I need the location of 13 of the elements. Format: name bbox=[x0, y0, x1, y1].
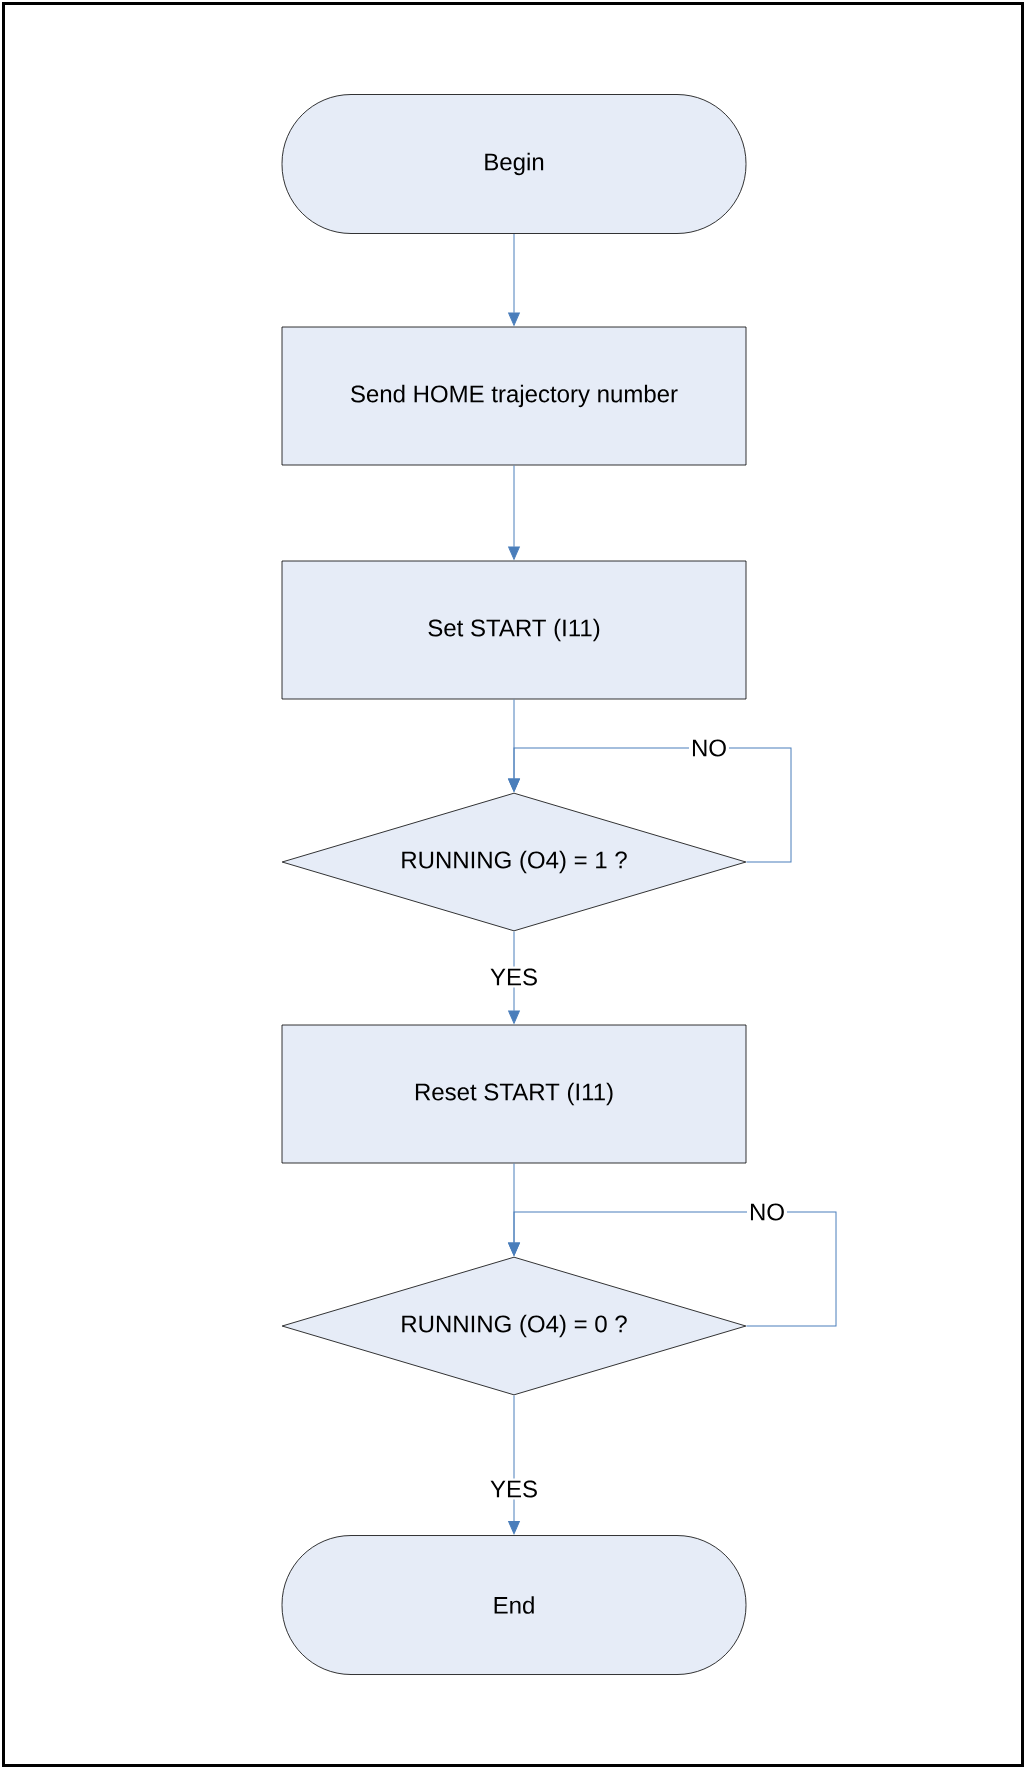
arrow bbox=[508, 233, 520, 326]
loop-arrow bbox=[508, 747, 792, 863]
edge-label: YES bbox=[488, 966, 540, 988]
process-box: Reset START (I11) bbox=[281, 1024, 747, 1164]
edge-label: NO bbox=[747, 1201, 787, 1223]
edge-label: YES bbox=[488, 1478, 540, 1500]
arrow bbox=[508, 1394, 520, 1535]
process-box: Send HOME trajectory number bbox=[281, 326, 747, 466]
edge-label: NO bbox=[689, 737, 729, 759]
arrow bbox=[508, 930, 520, 1024]
arrow bbox=[508, 464, 520, 560]
loop-arrow bbox=[508, 1211, 837, 1327]
process-box: Set START (I11) bbox=[281, 560, 747, 700]
